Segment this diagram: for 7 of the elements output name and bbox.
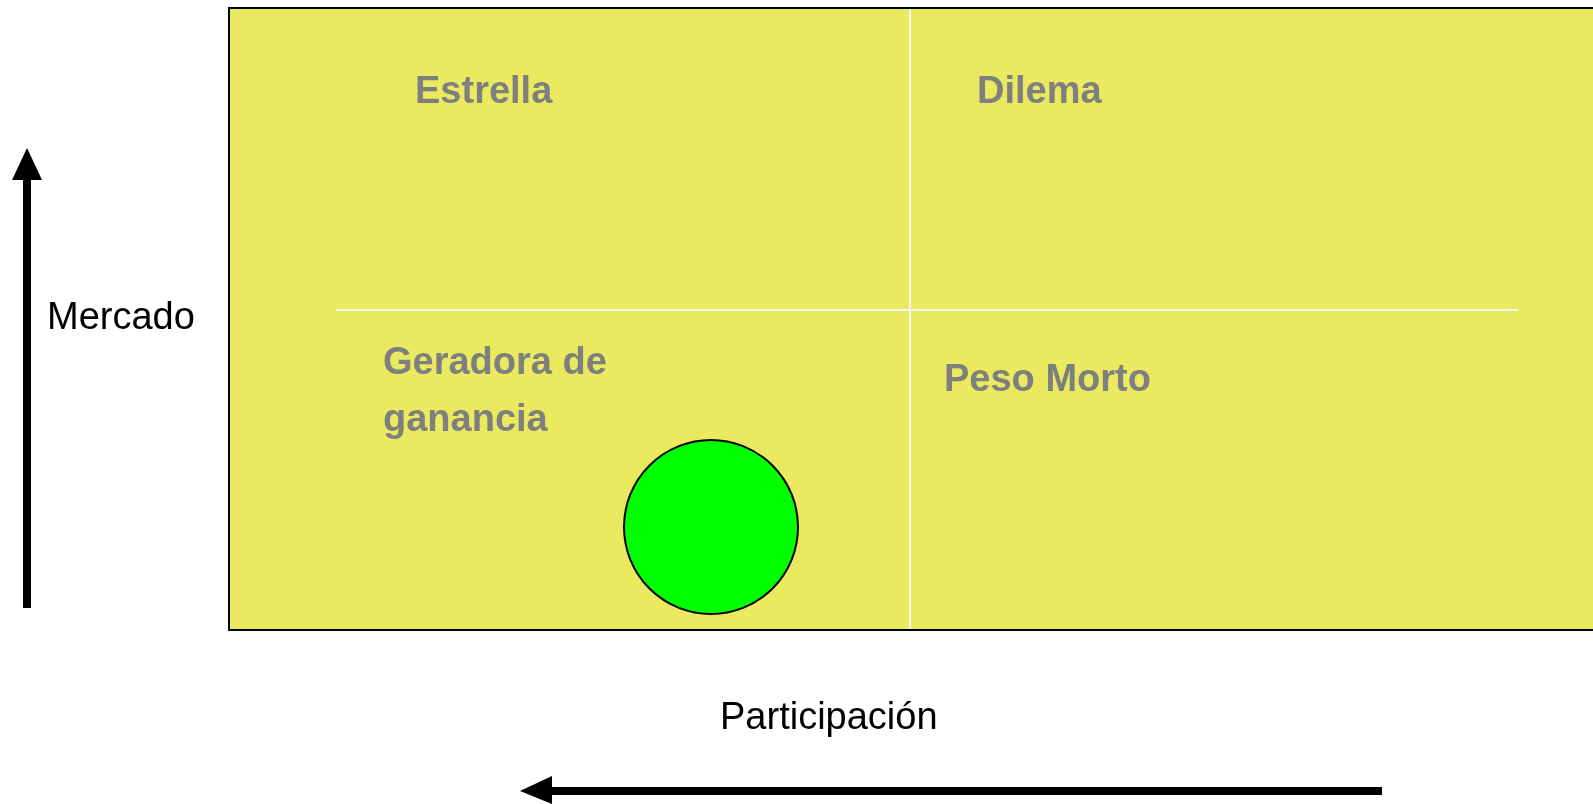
axis-label: Mercado [47,294,195,339]
axis-label: Participación [720,694,938,739]
quadrant-label: Dilema [977,68,1102,113]
quadrant-label: Estrella [415,68,553,113]
circle-marker [623,439,799,615]
quadrant-label: Peso Morto [944,356,1151,401]
quadrant-label: Geradora de ganancia [383,339,608,441]
